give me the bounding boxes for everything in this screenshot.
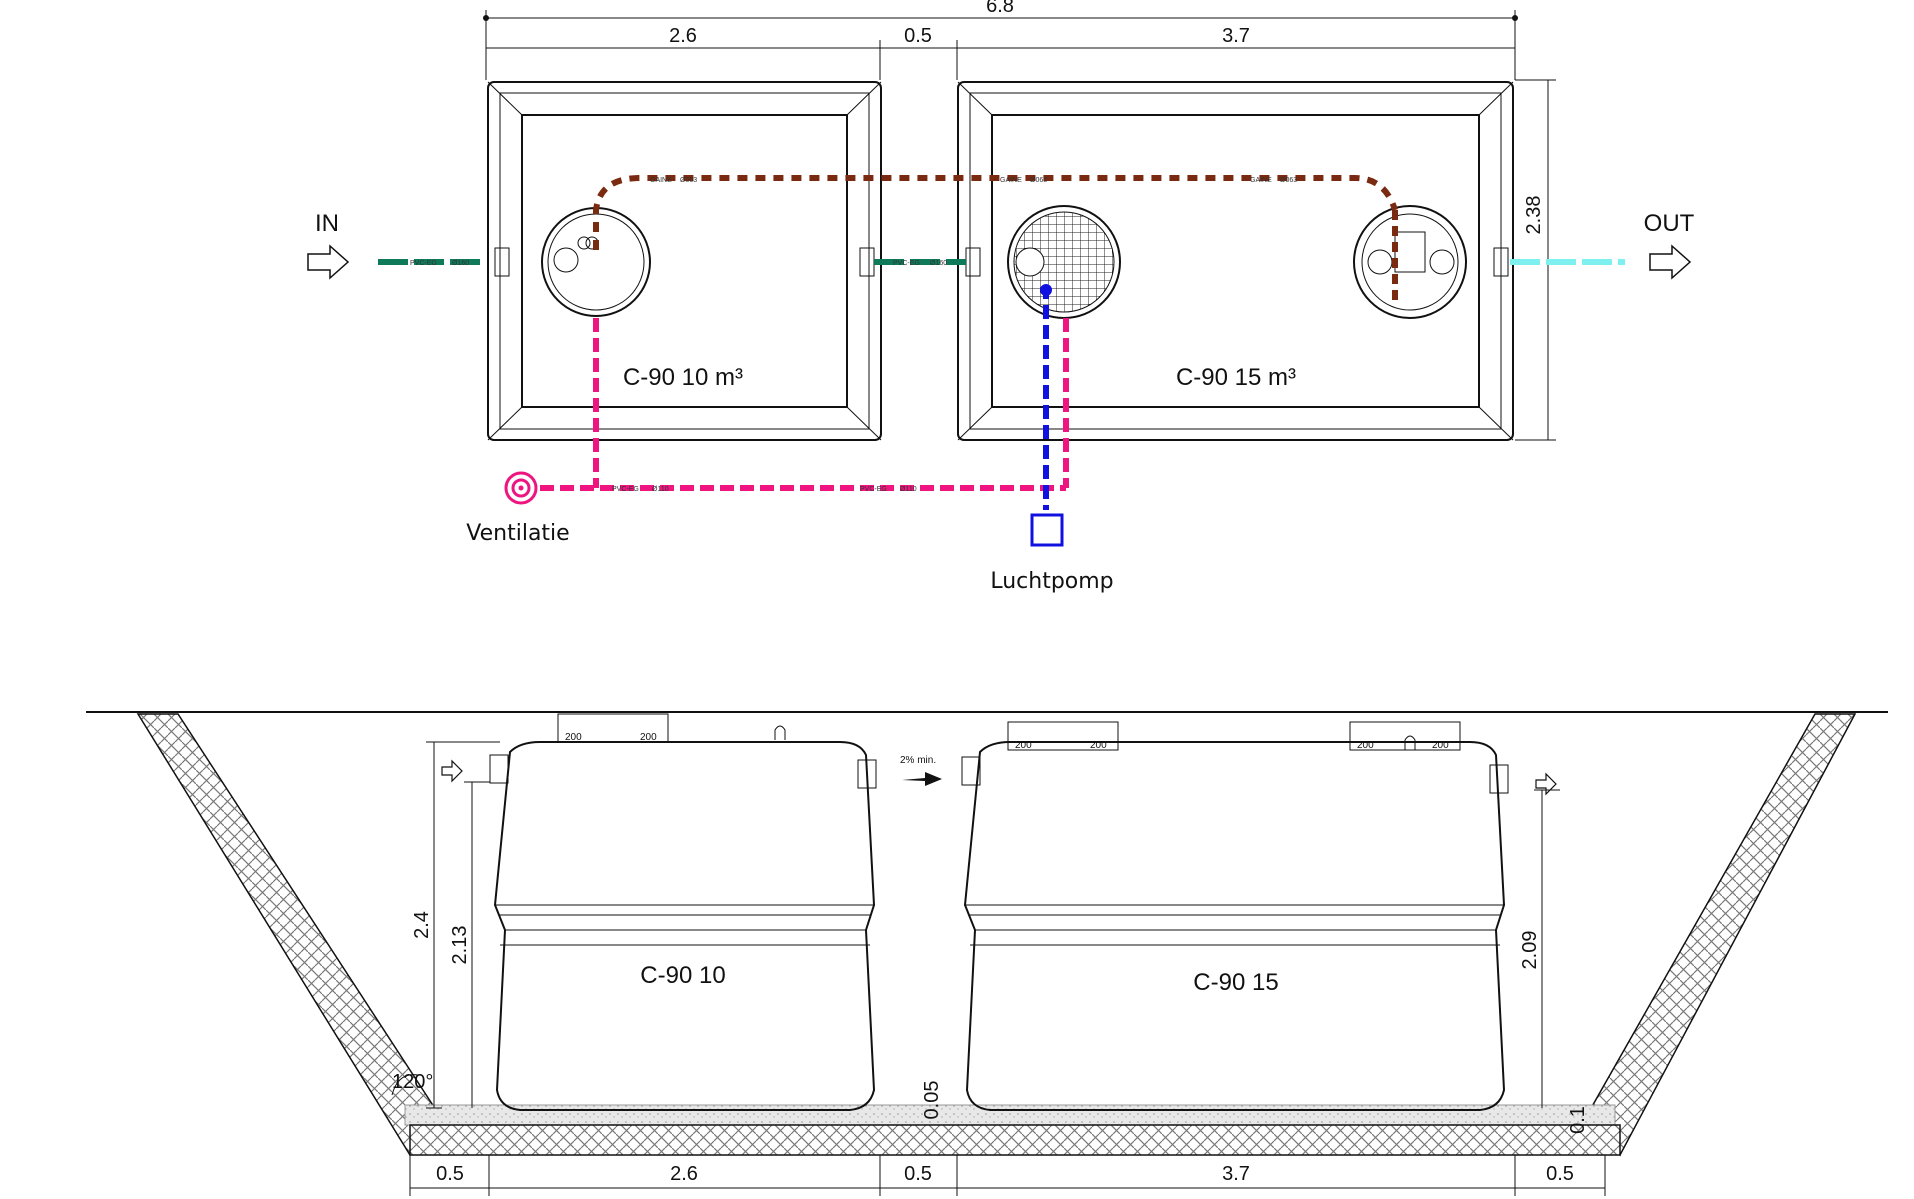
plan-seg1-label: 2.6 — [669, 25, 697, 47]
inlet-pipe-material: PVC-EG — [410, 260, 437, 267]
plan-seg2-label: 3.7 — [1222, 25, 1250, 47]
vent-pipe-dia: Ø110 — [652, 486, 669, 493]
inlet-pipe-dia: Ø160 — [452, 260, 469, 267]
section-tank2-label: C-90 15 — [1193, 969, 1278, 996]
gaine-dia-2: Ø063 — [1030, 177, 1047, 184]
gravel-bed — [404, 1104, 1616, 1126]
plan-gap-label: 0.5 — [904, 25, 932, 47]
bottom-dim-5: 0.5 — [1546, 1163, 1574, 1185]
gaine-dia-3: Ø063 — [1280, 177, 1297, 184]
height-total-label: 2.4 — [411, 911, 433, 939]
gaine-text-3: GAINE — [1250, 177, 1272, 184]
section-view: 200 200 C-90 10 200 200 200 200 C-90 15 — [86, 711, 1888, 1196]
section-tank-2: 200 200 200 200 C-90 15 — [961, 721, 1509, 1111]
bed-gap-label: 0.05 — [921, 1081, 943, 1120]
bed-thickness-label: 0.1 — [1567, 1106, 1589, 1134]
plan-view: 6.8 2.6 0.5 3.7 2.38 — [307, 0, 1695, 594]
transfer-pipe-material: PVC-EG — [893, 260, 920, 267]
overall-dimension: 6.8 — [483, 0, 1518, 80]
out-arrow-icon — [1649, 244, 1692, 280]
ventilation-label: Ventilatie — [466, 521, 569, 546]
section-out-arrow-icon — [1535, 772, 1557, 796]
gaine-pipe: GAINE Ø063 GAINE Ø063 GAINE Ø063 — [593, 175, 1398, 300]
height-inlet-label: 2.13 — [449, 926, 471, 965]
slope-arrow-icon — [902, 772, 942, 786]
section-tank1-label: C-90 10 — [640, 962, 725, 989]
overall-width-label: 6.8 — [986, 0, 1014, 17]
tank2-cover-dim-2: 200 — [1090, 740, 1107, 751]
bottom-dim-3: 0.5 — [904, 1163, 932, 1185]
plan-tank-1: C-90 10 m³ — [487, 81, 882, 441]
bottom-dim-1: 0.5 — [436, 1163, 464, 1185]
height-dimensions: 2.4 2.13 2.09 — [411, 741, 1560, 1109]
airpump-label: Luchtpomp — [990, 569, 1113, 594]
ventilation-pipe: PVC-EG Ø110 PVC-EG Ø110 — [540, 318, 1069, 493]
vent-pipe-material: PVC-EG — [612, 486, 639, 493]
plan-tank-2: C-90 15 m³ — [957, 81, 1514, 441]
ventilation-icon — [504, 471, 538, 505]
tank2-cover-dim-4: 200 — [1432, 740, 1449, 751]
plan-tank1-label: C-90 10 m³ — [623, 364, 743, 391]
bottom-soil — [409, 1124, 1621, 1156]
bottom-dim-2: 2.6 — [670, 1163, 698, 1185]
airpump-box — [1030, 513, 1064, 547]
tank2-cover-dim-3: 200 — [1357, 740, 1374, 751]
section-tank-1: 200 200 C-90 10 — [489, 713, 877, 1111]
out-label: OUT — [1644, 210, 1695, 237]
section-in-arrow-icon — [441, 759, 463, 783]
plan-depth-label: 2.38 — [1523, 196, 1545, 235]
gaine-dia-1: Ø063 — [680, 177, 697, 184]
gaine-text-1: GAINE — [650, 177, 672, 184]
inlet-pipe: PVC-EG Ø160 PVC-EG Ø160 — [378, 259, 966, 267]
slope-label: 2% min. — [900, 755, 936, 766]
tank2-cover-dim-1: 200 — [1015, 740, 1032, 751]
bottom-dimension-chain: 0.5 2.6 0.5 3.7 0.5 — [409, 1155, 1606, 1196]
in-label: IN — [315, 210, 339, 237]
angle-label: 120° — [392, 1071, 433, 1093]
vent-pipe-dia-2: Ø110 — [900, 486, 917, 493]
vent-pipe-material-2: PVC-EG — [860, 486, 887, 493]
segment-dimensions: 2.6 0.5 3.7 — [486, 25, 1515, 80]
transfer-pipe-dia: Ø160 — [930, 260, 947, 267]
airpump-pipe — [1030, 284, 1064, 547]
gaine-text-2: GAINE — [1000, 177, 1022, 184]
in-arrow-icon — [307, 244, 350, 280]
excavation-right-wall — [1589, 713, 1857, 1157]
tank1-cover-dim-1: 200 — [565, 732, 582, 743]
plan-tank2-label: C-90 15 m³ — [1176, 364, 1296, 391]
bottom-dim-4: 3.7 — [1222, 1163, 1250, 1185]
tank1-cover-dim-2: 200 — [640, 732, 657, 743]
height-outlet-label: 2.09 — [1519, 931, 1541, 970]
